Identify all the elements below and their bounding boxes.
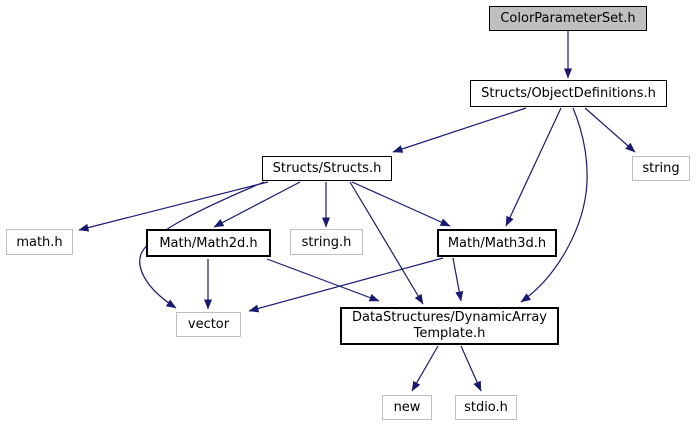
node-colorparameterset-h: ColorParameterSet.h — [489, 6, 647, 31]
edge-structs-to-math-h — [78, 181, 269, 232]
node-label: math.h — [16, 234, 63, 250]
node-stdio-h: stdio.h — [455, 395, 517, 420]
node-vector: vector — [176, 312, 241, 337]
edge-dynamicarray-to-new — [411, 345, 439, 392]
node-label: vector — [187, 317, 230, 332]
node-string-h: string.h — [290, 229, 363, 255]
edge-objectdefinitions-to-math3d — [505, 107, 562, 227]
node-datastructures-dynamicarraytemplate-h[interactable]: DataStructures/DynamicArray Template.h — [340, 307, 559, 345]
edge-structs-to-vector — [139, 181, 265, 309]
node-label: ColorParameterSet.h — [500, 11, 636, 26]
node-label: string.h — [301, 234, 352, 250]
node-math-math2d-h[interactable]: Math/Math2d.h — [146, 229, 271, 257]
node-label: Math/Math2d.h — [159, 235, 258, 251]
edge-structs-to-math2d — [213, 181, 301, 228]
node-math-math3d-h[interactable]: Math/Math3d.h — [437, 229, 557, 257]
node-label: Structs/ObjectDefinitions.h — [481, 86, 656, 101]
node-new: new — [382, 395, 432, 420]
edge-math3d-to-vector — [248, 257, 444, 313]
edge-dynamicarray-to-stdio-h — [460, 345, 482, 392]
node-label-line-2: Template.h — [413, 326, 486, 341]
node-label: stdio.h — [464, 400, 508, 415]
node-label: new — [393, 400, 421, 415]
edge-structs-to-dynamicarray — [349, 181, 424, 305]
node-label-line-1: DataStructures/DynamicArray — [351, 310, 547, 325]
node-structs-structs-h[interactable]: Structs/Structs.h — [262, 156, 392, 181]
node-string: string — [632, 156, 690, 181]
node-label: DataStructures/DynamicArray Template.h — [352, 310, 547, 342]
node-label: Math/Math3d.h — [447, 235, 547, 251]
node-math-h: math.h — [6, 229, 73, 255]
edge-objectdefinitions-to-structs — [392, 107, 527, 153]
edge-math2d-to-dynamicarray — [266, 258, 380, 302]
edge-structs-to-math3d — [351, 181, 451, 227]
edge-objectdefinitions-to-dynamicarray — [520, 107, 588, 303]
node-label: Structs/Structs.h — [272, 161, 382, 176]
node-structs-objectdefinitions-h[interactable]: Structs/ObjectDefinitions.h — [470, 80, 667, 107]
edge-math3d-to-dynamicarray — [452, 257, 464, 302]
edge-objectdefinitions-to-string — [584, 107, 636, 153]
node-label: string — [642, 161, 680, 176]
